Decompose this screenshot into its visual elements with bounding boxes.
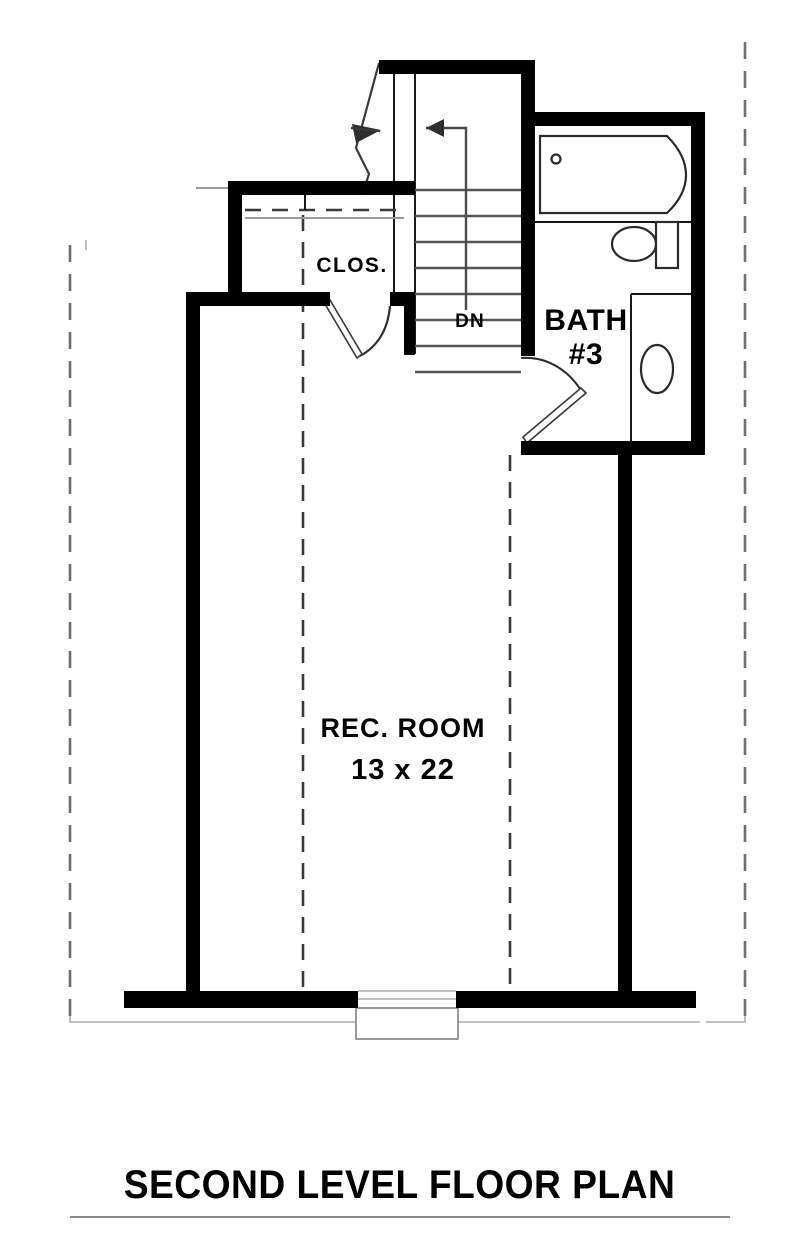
wall-stair-right [521,60,535,356]
bathtub-icon [538,134,688,215]
break-arrow-tail [350,126,381,133]
title-block: SECOND LEVEL FLOOR PLAN [0,1163,800,1218]
bath-door-leaf [521,386,588,445]
rec-room-label: REC. ROOM [320,713,485,743]
stair-direction-arrow [426,119,468,310]
wall-stair-left-lower [404,292,415,354]
plan-title: SECOND LEVEL FLOOR PLAN [124,1163,676,1207]
stair-dn-label: DN [455,311,485,332]
stair-treads [415,188,521,374]
stairwell [393,74,521,374]
walls [124,60,705,1008]
wall-rec-right [618,441,632,1004]
closet-door-arc [359,305,392,357]
bath-label: BATH [544,304,628,337]
wall-rec-bottom-right [456,991,696,1008]
window-bay-box [355,1007,459,1040]
toilet-bowl [610,225,658,263]
wall-bath-right [691,112,705,455]
wall-bath-top [521,112,705,126]
right-setback-corner [706,1016,746,1023]
title-underline [70,1216,730,1218]
window-icon [355,990,459,1040]
interior-dashed-guides [301,215,512,988]
wall-rec-left [186,292,200,1004]
bath-door[interactable] [520,356,588,445]
bath-fixtures [535,134,691,441]
bathtub-outline [538,134,688,215]
rec-room-dimensions: 13 x 22 [351,754,455,786]
sink-icon [630,293,691,441]
wall-closet-left [228,181,242,306]
closet-area [196,187,404,219]
wall-stair-top [379,60,535,74]
bathtub-drain [550,153,562,165]
bath-number-label: #3 [569,338,604,371]
sink-basin [639,343,675,395]
wall-bath-bottom [521,441,705,455]
wall-closet-top [228,181,415,195]
wall-closet-bottom-left [186,292,330,306]
toilet-icon [610,220,680,270]
wall-closet-bottom-right [390,292,415,306]
toilet-tank [654,220,680,270]
wall-rec-bottom-left [124,991,358,1008]
left-setback-corner [69,1016,110,1023]
room-labels: REC. ROOM 13 x 22 CLOS. BATH #3 DN [316,254,627,786]
stair-arrowhead [426,119,444,137]
closet-label: CLOS. [316,254,387,277]
